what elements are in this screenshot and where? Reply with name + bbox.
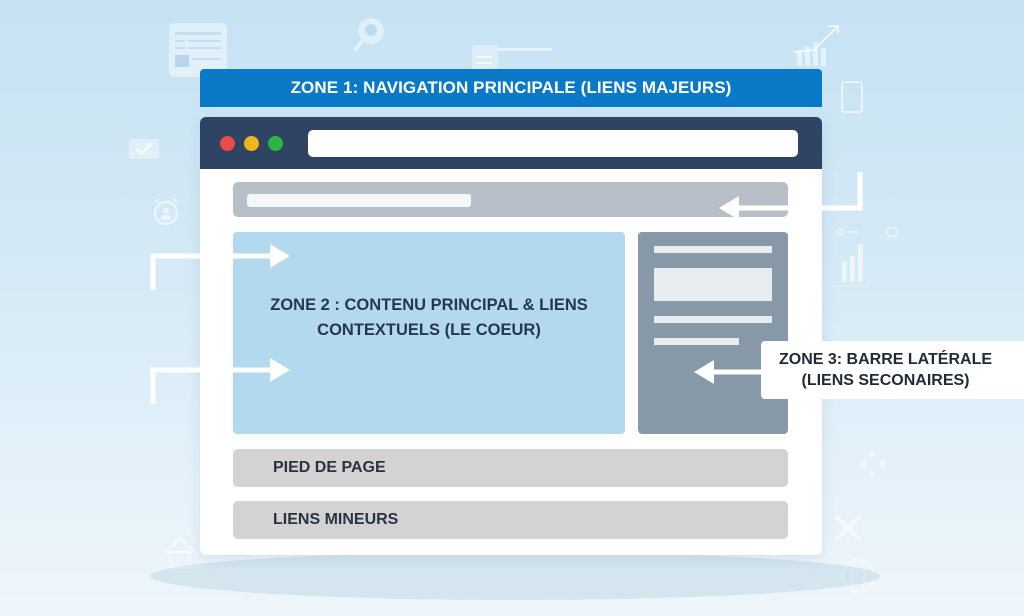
bar-chart-icon — [830, 222, 906, 292]
zone2-label-line2: CONTEXTUELS (LE COEUR) — [317, 321, 541, 339]
network-icon — [858, 448, 888, 478]
minimize-dot-icon[interactable] — [244, 135, 259, 151]
tablet-icon — [840, 80, 864, 114]
search-person-icon — [352, 15, 388, 53]
maximize-dot-icon[interactable] — [268, 135, 283, 151]
growth-chart-icon — [792, 22, 842, 68]
zone2-label: ZONE 2 : CONTENU PRINCIPAL & LIENS CONTE… — [270, 293, 588, 343]
alarm-clock-icon — [150, 196, 182, 228]
zone2-main-content: ZONE 2 : CONTENU PRINCIPAL & LIENS CONTE… — [233, 232, 625, 434]
minor-links-label: LIENS MINEURS — [273, 511, 399, 528]
footer-label: PIED DE PAGE — [273, 459, 386, 476]
header-bar — [233, 182, 788, 217]
tools-icon — [832, 512, 866, 544]
document-icon — [168, 22, 230, 80]
zone3-sidebar — [638, 232, 788, 434]
address-bar[interactable] — [308, 129, 798, 157]
mail-icon — [128, 136, 160, 162]
zone1-label: ZONE 1: NAVIGATION PRINCIPALE (LIENS MAJ… — [290, 78, 732, 97]
home-icon — [160, 534, 200, 574]
globe-icon — [838, 556, 878, 596]
arrow-left-icon — [694, 360, 764, 384]
zone3-label-line2: (LIENS SECONAIRES) — [801, 372, 970, 389]
zone1-navigation-banner: ZONE 1: NAVIGATION PRINCIPALE (LIENS MAJ… — [200, 69, 822, 107]
sidebar-block — [654, 268, 772, 301]
arrow-left-icon — [719, 172, 863, 220]
footer-bar: PIED DE PAGE — [233, 449, 788, 487]
zone3-label-line1: ZONE 3: BARRE LATÉRALE — [778, 351, 993, 368]
browser-window: ZONE 2 : CONTENU PRINCIPAL & LIENS CONTE… — [200, 117, 822, 555]
browser-shadow — [150, 552, 880, 600]
zone3-label: ZONE 3: BARRE LATÉRALE (LIENS SECONAIRES… — [761, 341, 1024, 399]
sidebar-line — [654, 316, 772, 323]
browser-titlebar — [200, 117, 822, 169]
header-placeholder-line — [247, 194, 471, 207]
arrow-right-icon — [150, 358, 290, 404]
sidebar-line — [654, 246, 772, 253]
close-dot-icon[interactable] — [220, 135, 235, 151]
list-icon — [472, 42, 552, 72]
sidebar-line — [654, 338, 739, 345]
arrow-right-icon — [150, 244, 290, 290]
minor-links-bar: LIENS MINEURS — [233, 501, 788, 539]
zone2-label-line1: ZONE 2 : CONTENU PRINCIPAL & LIENS — [270, 296, 588, 314]
